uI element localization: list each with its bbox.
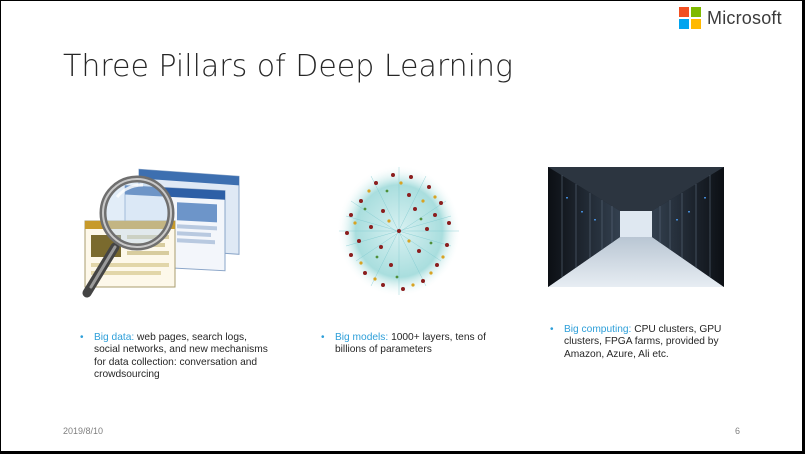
pillar-description: CPU clusters, GPU clusters, FPGA farms, … [564,324,722,360]
page-number: 6 [735,426,741,436]
server-datacenter-aisle-image [548,167,724,287]
pillar-big-models-text: • Big models: 1000+ layers, tens of bill… [321,332,505,357]
pillar-highlight: Big models: [335,332,389,343]
bullet-icon: • [550,324,554,335]
pillar-highlight: Big computing: [564,324,632,335]
magnifier-over-web-pages-image [82,168,240,298]
logo-text: Microsoft [707,7,782,28]
pillar-highlight: Big data: [94,332,135,343]
pillar-big-data-text: • Big data: web pages, search logs, soci… [80,332,272,382]
pillar-big-computing-text: • Big computing: CPU clusters, GPU clust… [550,324,736,361]
bullet-icon: • [321,332,325,343]
slide-title: Three Pillars of Deep Learning [63,49,514,84]
bullet-icon: • [80,332,84,343]
footer-date: 2019/8/10 [63,426,104,436]
neural-network-sphere-image [337,165,461,297]
microsoft-logo: Microsoft [679,7,782,29]
windows-logo-icon [679,7,701,29]
pillar-description: 1000+ layers, tens of billions of parame… [335,332,486,356]
pillar-description: web pages, search logs, social networks,… [94,332,268,381]
